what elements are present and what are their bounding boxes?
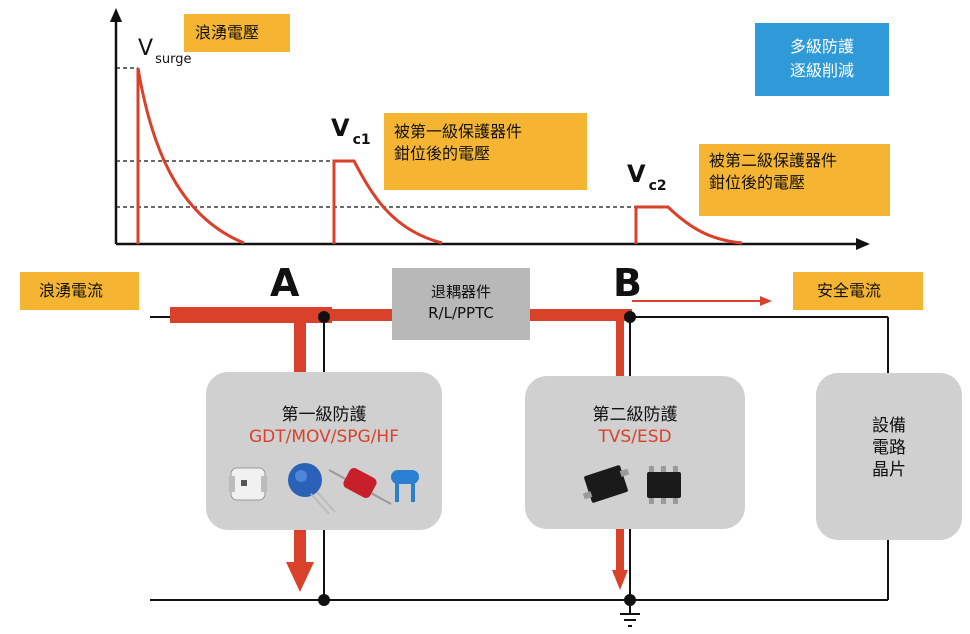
surge-current-label: 浪湧電流 <box>39 281 104 300</box>
device-line1: 設備 <box>872 416 906 436</box>
junction-dot-a-top <box>318 311 330 323</box>
stage1-components <box>229 463 419 515</box>
device-line2: 電路 <box>872 438 906 458</box>
stage2-panel: 第二級防護 TVS/ESD <box>525 376 745 529</box>
stage2-title: 第二級防護 <box>592 405 678 425</box>
multi-stage-tag: 多級防護 逐級削減 <box>755 23 889 96</box>
x-axis-arrow <box>856 238 870 250</box>
clamp-stage1-line1: 被第一級保護器件 <box>394 122 523 141</box>
stage1-arrow-head <box>286 562 314 592</box>
stage1-title: 第一級防護 <box>281 405 367 425</box>
decoupler-line1: 退耦器件 <box>430 283 491 301</box>
clamp-stage2-line1: 被第二級保護器件 <box>709 151 838 170</box>
hf-component-icon <box>391 470 419 502</box>
tvs-component-icon <box>582 465 630 503</box>
vc2-sub: c2 <box>648 178 667 194</box>
surge-voltage-tag: 浪湧電壓 <box>184 14 290 52</box>
surge-voltage-label: 浪湧電壓 <box>195 23 260 42</box>
junction-dot-a-bottom <box>318 594 330 606</box>
stage1-panel: 第一級防護 GDT/MOV/SPG/HF <box>206 372 442 530</box>
stage2-components <box>582 465 681 504</box>
surge-current-path <box>170 307 332 323</box>
safe-current-arrow-head <box>760 296 772 306</box>
clamp-stage1-tag: 被第一級保護器件 鉗位後的電壓 <box>384 113 587 190</box>
surge-waveform <box>136 67 245 245</box>
safe-current-label: 安全電流 <box>817 281 882 300</box>
safe-current-tag: 安全電流 <box>793 272 923 310</box>
multi-stage-line1: 多級防護 <box>789 37 854 56</box>
surge-current-tag: 浪湧電流 <box>20 272 139 310</box>
stage1-parts: GDT/MOV/SPG/HF <box>249 427 399 447</box>
stage2-arrow-head <box>612 570 628 590</box>
point-a-label: A <box>270 261 300 305</box>
vc2-waveform <box>634 205 743 245</box>
mov-component-icon <box>288 463 336 515</box>
multi-stage-line2: 逐級削減 <box>789 61 854 80</box>
point-b-label: B <box>613 261 642 305</box>
vsurge-sub: surge <box>155 52 192 67</box>
clamp-stage2-line2: 鉗位後的電壓 <box>709 173 806 192</box>
y-axis-arrow <box>110 8 122 22</box>
clamp-stage1-line2: 鉗位後的電壓 <box>394 144 491 163</box>
decoupler-line2: R/L/PPTC <box>428 304 494 322</box>
clamp-stage2-tag: 被第二級保護器件 鉗位後的電壓 <box>699 144 890 216</box>
vc2-main: V <box>627 160 646 188</box>
vc1-waveform <box>332 159 443 245</box>
esd-component-icon <box>647 466 681 504</box>
vc1-sub: c1 <box>352 132 371 148</box>
decoupler-box: 退耦器件 R/L/PPTC <box>392 268 530 340</box>
spg-component-icon <box>328 468 392 505</box>
vc1-main: V <box>331 114 350 142</box>
vsurge-main: V <box>138 36 154 61</box>
stage2-parts: TVS/ESD <box>598 427 672 447</box>
junction-dot-b-top <box>624 311 636 323</box>
ground-icon <box>620 600 640 627</box>
device-panel: 設備 電路 晶片 <box>816 373 962 540</box>
gdt-component-icon <box>229 467 267 501</box>
device-line3: 晶片 <box>872 460 906 480</box>
